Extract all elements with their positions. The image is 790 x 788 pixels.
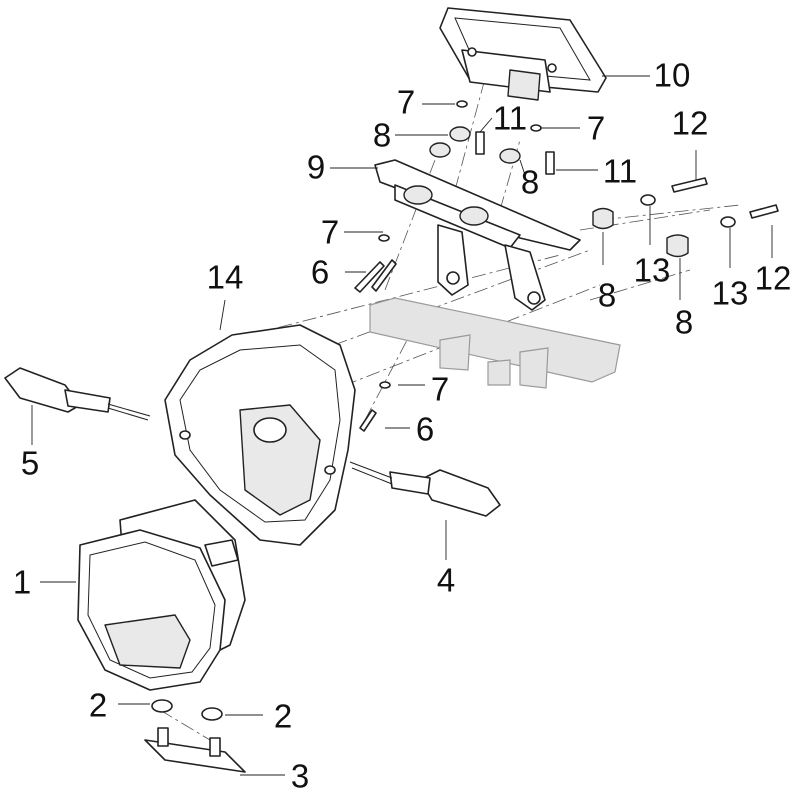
headlight-housing: [164, 324, 356, 546]
callout-8-upper: 8: [373, 117, 391, 154]
callout-1: 1: [13, 564, 31, 601]
handlebar-clamp-ghost: [369, 297, 621, 389]
callout-numbers: 1 2 2 3 4 5 6 6 7 7 7 7 8 8 8 8 9 10 11 …: [13, 57, 790, 788]
callout-13-right: 13: [712, 275, 749, 312]
callout-8-right-b: 8: [675, 304, 693, 341]
callout-14: 14: [207, 259, 244, 296]
callout-8-mid: 8: [521, 164, 539, 201]
callout-13-left: 13: [634, 252, 671, 289]
callout-11-upper: 11: [493, 100, 527, 137]
callout-7-mid-left: 7: [321, 214, 339, 251]
callout-3: 3: [291, 758, 309, 788]
turn-signal-left: [4, 367, 151, 421]
leader-lines: [31, 75, 773, 776]
callout-4: 4: [437, 562, 455, 599]
callout-7-top-right: 7: [587, 110, 605, 147]
callout-7-lower: 7: [431, 371, 449, 408]
callout-2-right: 2: [274, 698, 292, 735]
callout-12-lower: 12: [755, 260, 790, 297]
callout-8-right-a: 8: [598, 277, 616, 314]
instrument-cluster: [439, 7, 607, 101]
callout-12-upper: 12: [672, 105, 709, 142]
bottom-bracket: [144, 727, 246, 773]
headlight-unit: [77, 499, 246, 691]
small-hardware: [354, 100, 779, 432]
nuts: [151, 699, 223, 721]
callout-2-left: 2: [89, 687, 107, 724]
turn-signal-right: [349, 461, 501, 517]
callout-6-lower: 6: [416, 411, 434, 448]
callout-9: 9: [307, 149, 325, 186]
callout-6-upper: 6: [311, 254, 329, 291]
callout-5: 5: [21, 445, 39, 482]
callout-7-top-left: 7: [397, 84, 415, 121]
callout-11-lower: 11: [603, 153, 637, 190]
callout-10: 10: [654, 57, 691, 94]
mounting-bracket: [374, 159, 581, 311]
